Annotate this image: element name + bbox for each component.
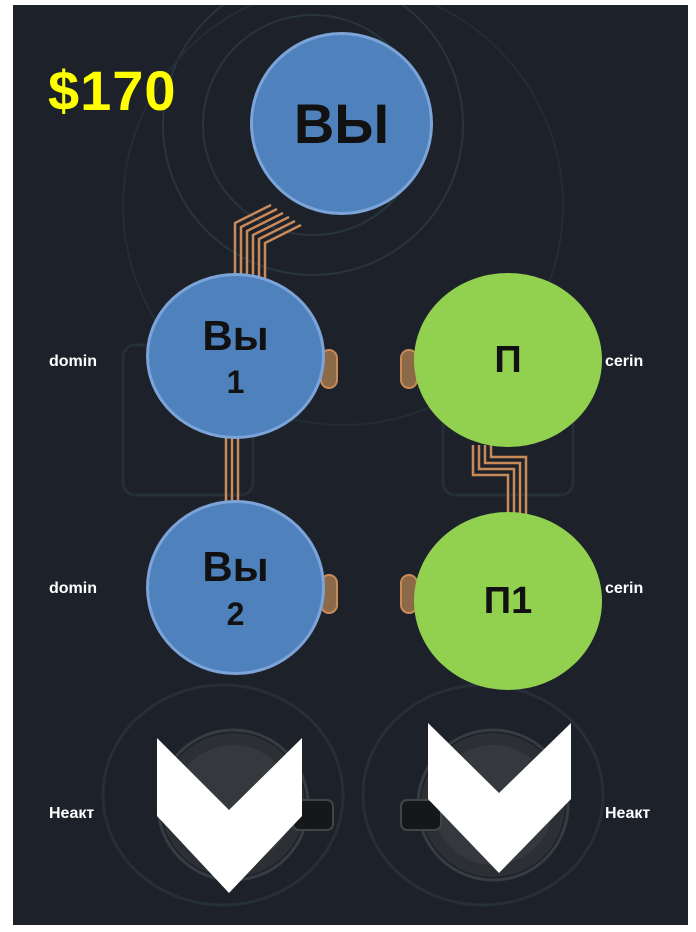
opponent-1-node-label: П1 bbox=[483, 579, 533, 622]
you-node-label: ВЫ bbox=[293, 92, 390, 155]
balance-display: $170 bbox=[48, 59, 177, 122]
left-label-row1: domin bbox=[49, 353, 97, 370]
you-2-node-label: Вы bbox=[202, 543, 269, 591]
right-label-row1: cerin bbox=[605, 353, 644, 370]
you-1-node[interactable]: Вы 1 bbox=[146, 273, 325, 439]
opponent-node-label: П bbox=[494, 338, 522, 381]
you-2-node[interactable]: Вы 2 bbox=[146, 500, 325, 675]
left-chevron-down-icon[interactable] bbox=[157, 738, 302, 893]
you-1-node-label: Вы bbox=[202, 311, 269, 359]
right-label-row2: cerin bbox=[605, 580, 644, 597]
you-2-node-number: 2 bbox=[226, 595, 245, 632]
right-label-row3: Неакт bbox=[605, 805, 651, 822]
right-chevron-down-icon[interactable] bbox=[428, 723, 571, 873]
left-label-row2: domin bbox=[49, 580, 97, 597]
opponent-1-node[interactable]: П1 bbox=[414, 512, 602, 690]
you-node[interactable]: ВЫ bbox=[250, 32, 433, 215]
opponent-node[interactable]: П bbox=[414, 273, 602, 447]
you-1-node-number: 1 bbox=[226, 364, 245, 401]
left-label-row3: Неакт bbox=[49, 805, 95, 822]
